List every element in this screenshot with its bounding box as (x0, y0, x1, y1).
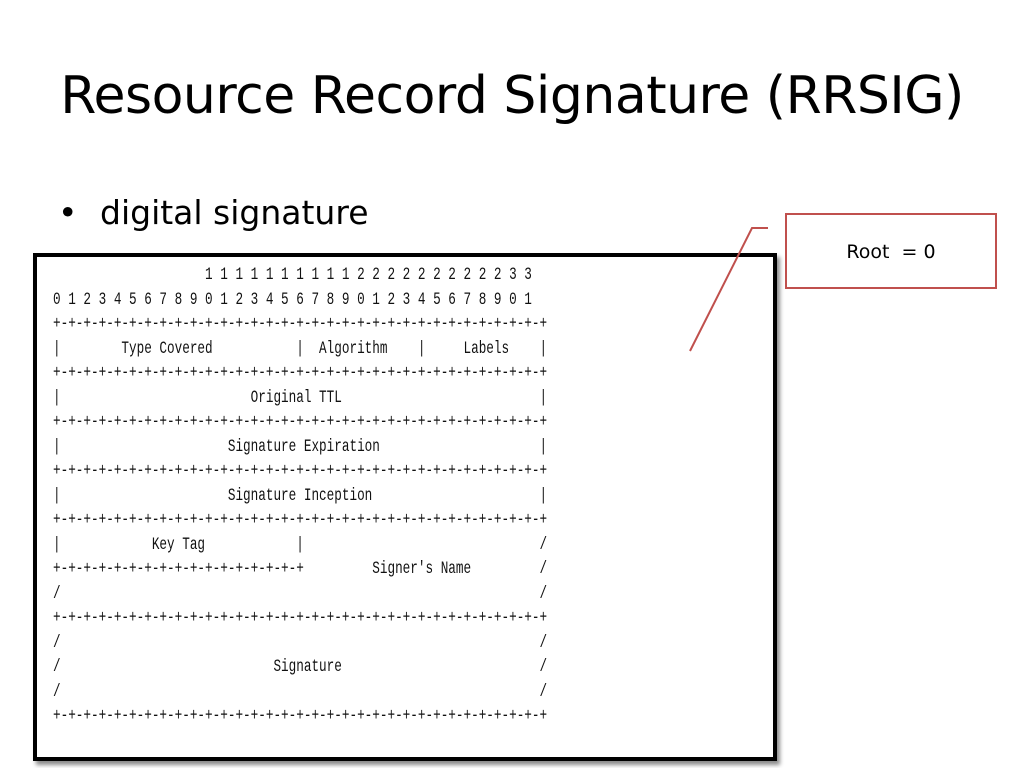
original-ttl-row: | Original TTL | (53, 387, 548, 408)
bit-position-tens-row: 1 1 1 1 1 1 1 1 1 1 2 2 2 2 2 2 2 2 2 2 … (53, 265, 532, 285)
rrsig-format-figure: 1 1 1 1 1 1 1 1 1 1 2 2 2 2 2 2 2 2 2 2 … (33, 253, 777, 761)
bullet-text: digital signature (100, 193, 369, 232)
bit-position-units-row: 0 1 2 3 4 5 6 7 8 9 0 1 2 3 4 5 6 7 8 9 … (53, 289, 532, 310)
signature-continuation-row: / / (53, 681, 548, 702)
field-separator: +-+-+-+-+-+-+-+-+-+-+-+-+-+-+-+-+-+-+-+-… (53, 363, 548, 383)
signers-name-continuation-row: / / (53, 583, 548, 604)
slide-title: Resource Record Signature (RRSIG) (60, 66, 964, 126)
rrsig-wire-format-diagram: 1 1 1 1 1 1 1 1 1 1 2 2 2 2 2 2 2 2 2 2 … (53, 263, 547, 729)
signature-row: / Signature / (53, 657, 548, 677)
signers-name-row: +-+-+-+-+-+-+-+-+-+-+-+-+-+-+-+-+ Signer… (53, 559, 548, 579)
field-separator: +-+-+-+-+-+-+-+-+-+-+-+-+-+-+-+-+-+-+-+-… (53, 412, 548, 432)
signature-inception-row: | Signature Inception | (53, 485, 548, 506)
callout-text: Root = 0 (846, 241, 936, 263)
signature-continuation-row: / / (53, 632, 548, 653)
type-covered-algorithm-labels-row: | Type Covered | Algorithm | Labels | (53, 338, 548, 359)
signature-expiration-row: | Signature Expiration | (53, 436, 548, 457)
field-separator: +-+-+-+-+-+-+-+-+-+-+-+-+-+-+-+-+-+-+-+-… (53, 461, 548, 481)
field-separator: +-+-+-+-+-+-+-+-+-+-+-+-+-+-+-+-+-+-+-+-… (53, 510, 548, 530)
key-tag-row: | Key Tag | / (53, 534, 548, 555)
bullet-symbol: • (58, 193, 78, 232)
labels-callout-box: Root = 0 (785, 213, 997, 289)
field-separator: +-+-+-+-+-+-+-+-+-+-+-+-+-+-+-+-+-+-+-+-… (53, 706, 548, 726)
field-separator: +-+-+-+-+-+-+-+-+-+-+-+-+-+-+-+-+-+-+-+-… (53, 608, 548, 628)
field-separator: +-+-+-+-+-+-+-+-+-+-+-+-+-+-+-+-+-+-+-+-… (53, 314, 548, 334)
bullet-item: • digital signature (58, 188, 369, 238)
